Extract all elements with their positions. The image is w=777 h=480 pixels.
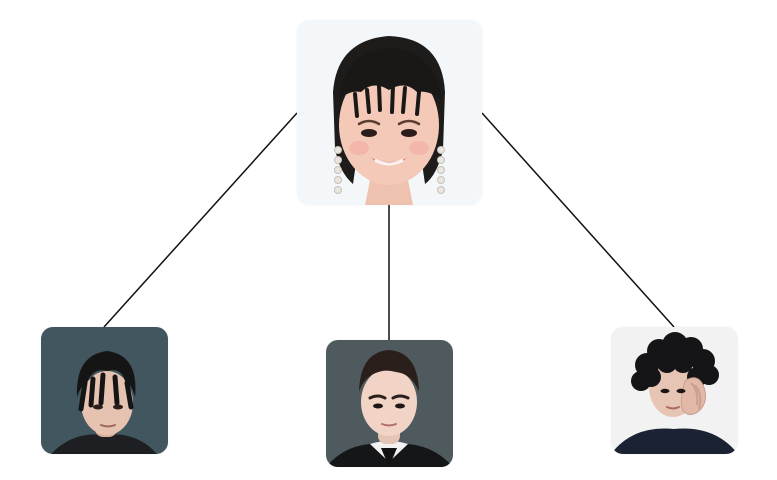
- edge-root-to-left: [103, 112, 298, 328]
- child-node-right: [611, 327, 738, 454]
- portrait-man-icon: [326, 340, 453, 467]
- portrait-man-icon: [611, 327, 738, 454]
- portrait-woman-icon: [297, 20, 482, 205]
- child-node-center: [326, 340, 453, 467]
- root-node: [297, 20, 482, 205]
- child-node-left: [41, 327, 168, 454]
- edge-root-to-right: [481, 112, 675, 328]
- portrait-man-icon: [41, 327, 168, 454]
